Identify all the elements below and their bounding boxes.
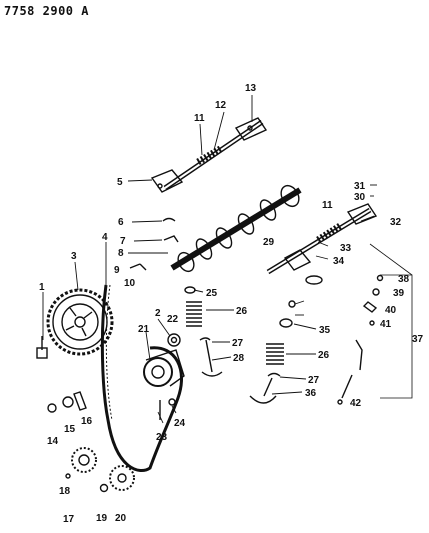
exhaust-valve-assembly bbox=[249, 300, 296, 404]
callout-10: 10 bbox=[124, 278, 136, 289]
callout-26-upper: 26 bbox=[236, 306, 248, 317]
callout-9: 9 bbox=[114, 265, 120, 276]
callout-3: 3 bbox=[71, 251, 77, 262]
intake-valve-assembly bbox=[184, 286, 223, 377]
callout-36: 36 bbox=[305, 388, 317, 399]
callout-24: 24 bbox=[174, 418, 186, 429]
callout-5: 5 bbox=[117, 177, 123, 188]
callout-29: 29 bbox=[263, 237, 275, 248]
lower-rocker-shaft-assembly bbox=[266, 203, 378, 285]
callout-1: 1 bbox=[39, 282, 45, 293]
callout-28: 28 bbox=[233, 353, 245, 364]
lash-adjuster-assembly bbox=[337, 243, 413, 405]
callout-34: 34 bbox=[333, 256, 345, 267]
callout-27-lower: 27 bbox=[308, 375, 320, 386]
upper-rocker-shaft-assembly bbox=[150, 117, 268, 193]
callout-33: 33 bbox=[340, 243, 352, 254]
callout-12: 12 bbox=[215, 100, 227, 111]
callout-19: 19 bbox=[96, 513, 108, 524]
callout-23: 23 bbox=[156, 432, 168, 443]
camshaft-sprocket bbox=[46, 288, 114, 356]
callout-35: 35 bbox=[319, 325, 331, 336]
callout-40: 40 bbox=[385, 305, 397, 316]
callout-14: 14 bbox=[47, 436, 59, 447]
belt-tensioner bbox=[143, 333, 185, 387]
callout-labels: 1 2 3 4 5 6 7 8 9 10 11 11 12 13 14 15 1… bbox=[39, 83, 424, 525]
callout-42: 42 bbox=[350, 398, 362, 409]
callout-13: 13 bbox=[245, 83, 257, 94]
camshaft bbox=[129, 184, 302, 273]
callout-27-upper: 27 bbox=[232, 338, 244, 349]
callout-41: 41 bbox=[380, 319, 392, 330]
callout-30: 30 bbox=[354, 192, 366, 203]
callout-26-lower: 26 bbox=[318, 350, 330, 361]
callout-2: 2 bbox=[155, 308, 161, 319]
callout-6: 6 bbox=[118, 217, 124, 228]
callout-39: 39 bbox=[393, 288, 405, 299]
timing-belt bbox=[100, 284, 183, 472]
callout-37: 37 bbox=[412, 334, 424, 345]
callout-25: 25 bbox=[206, 288, 218, 299]
lower-crank-parts bbox=[47, 391, 176, 493]
callout-4: 4 bbox=[102, 232, 108, 243]
sprocket-bolt bbox=[36, 336, 48, 359]
callout-11-lower: 11 bbox=[322, 200, 333, 211]
callout-18: 18 bbox=[59, 486, 71, 497]
callout-38: 38 bbox=[398, 274, 410, 285]
callout-32: 32 bbox=[390, 217, 402, 228]
callout-21: 21 bbox=[138, 324, 150, 335]
callout-16: 16 bbox=[81, 416, 93, 427]
part-code-header: 7758 2900 A bbox=[4, 4, 89, 18]
callout-15: 15 bbox=[64, 424, 76, 435]
callout-8: 8 bbox=[118, 248, 124, 259]
callout-22: 22 bbox=[167, 314, 179, 325]
callout-7: 7 bbox=[120, 236, 126, 247]
callout-17: 17 bbox=[63, 514, 75, 525]
callout-20: 20 bbox=[115, 513, 127, 524]
callout-31: 31 bbox=[354, 181, 366, 192]
leader-lines bbox=[42, 95, 377, 424]
callout-11-upper: 11 bbox=[194, 113, 205, 124]
